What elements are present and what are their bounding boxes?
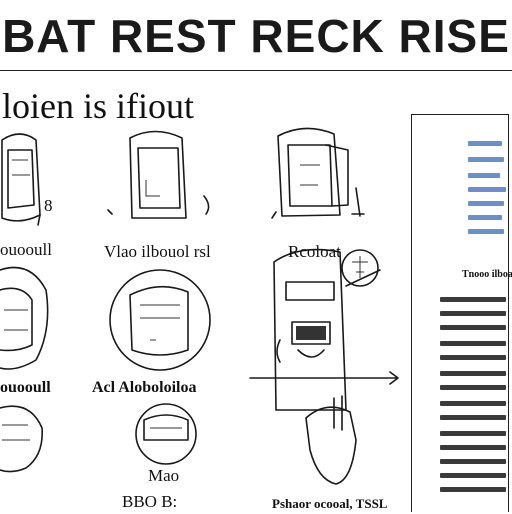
panel-text-line [468,157,504,162]
device-illustration-6 [249,248,399,411]
panel-text-line [468,201,504,206]
panel-heading: Tnooo ilboaoal [462,269,512,280]
panel-text-line [440,297,506,302]
panel-text-line [440,431,506,436]
device-illustration-1 [1,133,41,226]
device-illustration-9 [305,395,357,485]
panel-text-line [440,459,506,464]
panel-text-line [440,415,506,420]
panel-text-line [440,311,506,316]
row3-center-top-label: Mao [148,466,180,485]
panel-text-line [440,487,506,492]
panel-text-line [440,341,506,346]
panel-text-line [440,401,506,406]
device-illustration-8 [135,403,197,465]
row1-left-label: ouooull [0,240,52,259]
row3-right-label: Pshaor ocooal, TSSL [272,496,388,511]
panel-text-line [440,445,506,450]
device-number-label: 8 [44,196,53,215]
row2-left-label: ouooull [0,379,51,396]
row2-center-label: Acl Aloboloiloa [92,379,197,396]
row3-center-label: BBO B: [122,492,178,511]
page-title: BAT REST RECK RISE [2,10,510,62]
panel-text-line [468,141,502,146]
panel-text-line [468,173,500,178]
device-illustration-4 [0,266,49,370]
device-illustration-2 [107,130,210,219]
row1-center-label: Vlao ilbouol rsl [104,242,211,261]
panel-text-line [468,229,504,234]
row1-right-label: Rcoloat [288,242,341,261]
side-panel: Tnooo ilboaoal [411,114,512,512]
device-illustration-3 [271,127,365,219]
panel-text-line [440,385,506,390]
panel-text-line [440,325,506,330]
panel-text-line [440,473,506,478]
device-illustration-7 [0,405,43,473]
panel-text-line [440,355,506,360]
device-illustration-5 [109,269,211,371]
panel-text-line [468,187,506,192]
panel-text-line [468,215,502,220]
section-subtitle: loien is ifiout [2,86,194,126]
title-divider [0,70,512,71]
panel-text-line [440,371,506,376]
